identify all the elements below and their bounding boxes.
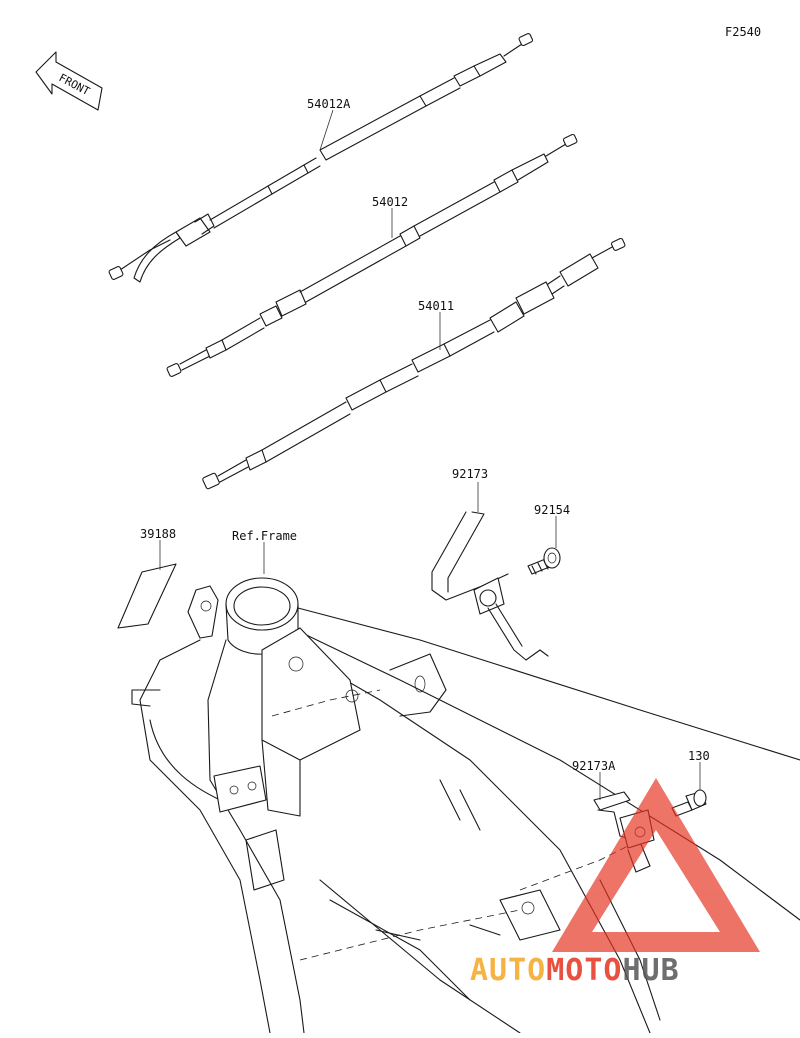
cable-54012a	[108, 33, 534, 283]
svg-text:AUTOMOTOHUB: AUTOMOTOHUB	[470, 953, 680, 988]
label-54012: 54012	[372, 195, 408, 209]
front-arrow-icon: FRONT	[35, 51, 103, 111]
label-130: 130	[688, 749, 710, 763]
label-39188: 39188	[140, 527, 176, 541]
motorcycle-frame	[131, 577, 800, 1034]
leader-54012a	[319, 109, 334, 151]
automotohub-watermark: AUTOMOTOHUB	[470, 778, 760, 988]
label-ref-frame: Ref.Frame	[232, 529, 297, 543]
label-92154: 92154	[534, 503, 570, 517]
label-54011: 54011	[418, 299, 454, 313]
bolt-92154	[527, 547, 561, 575]
clamp-92173	[431, 511, 549, 661]
label-54012a: 54012A	[307, 97, 351, 111]
sticker-39188	[117, 563, 177, 629]
cable-54012	[166, 133, 578, 377]
cable-54011	[202, 237, 626, 490]
diagram-code: F2540	[725, 25, 761, 39]
watermark-auto: AUTO	[470, 953, 546, 988]
label-92173: 92173	[452, 467, 488, 481]
label-92173a: 92173A	[572, 759, 616, 773]
bolt-130	[671, 789, 707, 817]
watermark-triangle-icon	[552, 778, 760, 952]
watermark-moto: MOTO	[546, 953, 622, 988]
watermark-hub: HUB	[623, 953, 680, 988]
